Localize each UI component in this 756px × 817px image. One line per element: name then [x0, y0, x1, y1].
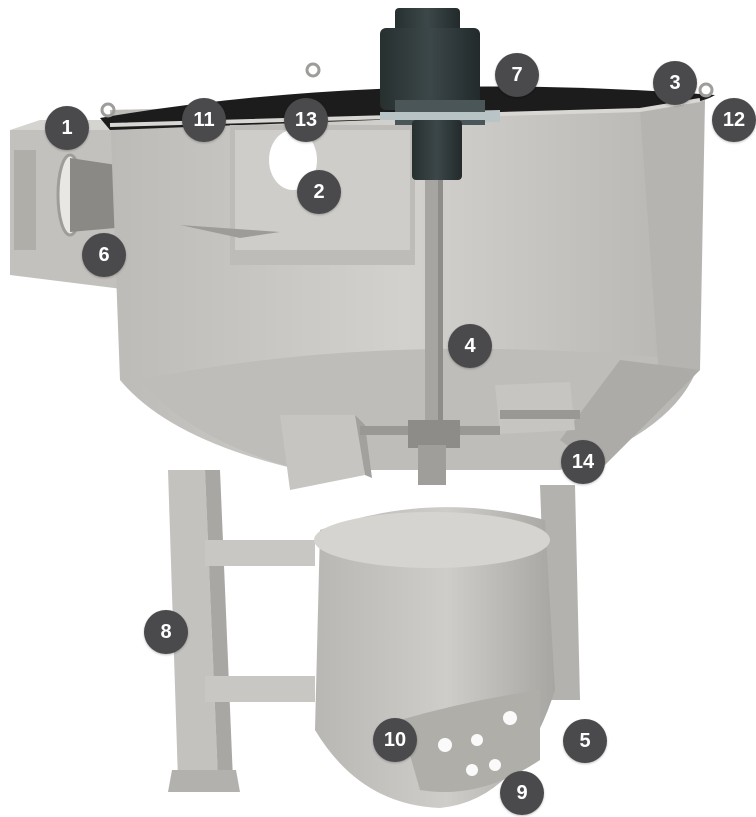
- callout-6: 6: [82, 233, 126, 277]
- callout-14: 14: [561, 440, 605, 484]
- support-frame: [168, 470, 580, 792]
- lower-cone: [314, 507, 555, 808]
- callout-2: 2: [297, 170, 341, 214]
- callout-5: 5: [563, 719, 607, 763]
- callout-1: 1: [45, 106, 89, 150]
- callout-13: 13: [284, 98, 328, 142]
- agitator: [280, 150, 580, 490]
- drive-unit: [380, 8, 490, 180]
- callout-10: 10: [373, 718, 417, 762]
- lifting-lugs: [100, 62, 714, 118]
- callout-4: 4: [448, 324, 492, 368]
- callout-9: 9: [500, 771, 544, 815]
- callout-8: 8: [144, 610, 188, 654]
- callout-12: 12: [712, 98, 756, 142]
- callout-7: 7: [495, 53, 539, 97]
- callout-11: 11: [182, 98, 226, 142]
- callout-3: 3: [653, 61, 697, 105]
